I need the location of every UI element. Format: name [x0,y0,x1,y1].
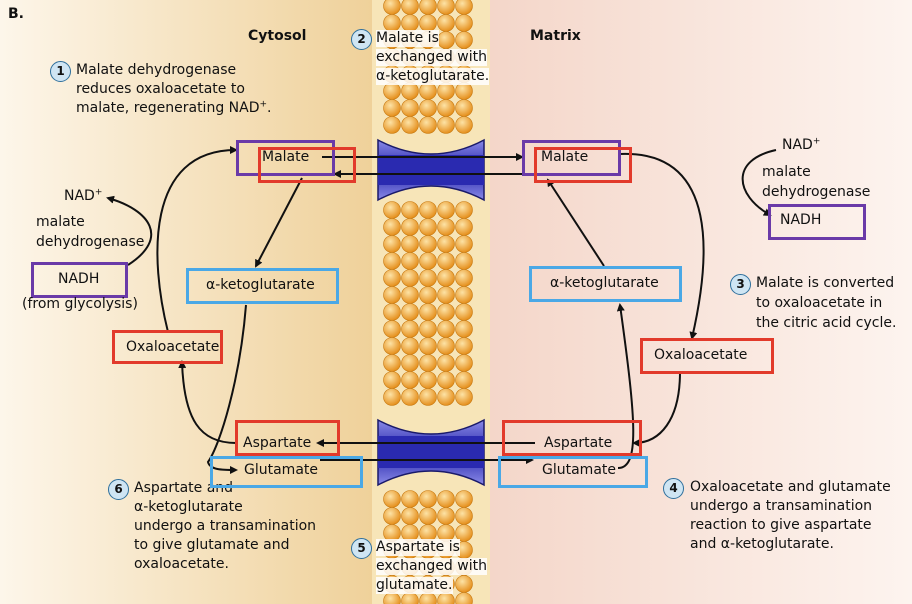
arrow-oaa-to-aspartate-matrix [632,371,681,447]
cytosol-oaa-label: Oxaloacetate [126,339,220,355]
step-6-badge: 6 [108,479,129,500]
step-2-line-1: Malate is [376,30,439,47]
matrix-akg-box [529,266,682,302]
step-6-line-1: Aspartate and [134,480,234,496]
matrix-background [490,0,912,604]
arrow-glutamate-to-akg-matrix [616,303,635,469]
step-5-line-1: Aspartate is [376,539,460,556]
matrix-malate-label: Malate [541,149,589,165]
arrow-malate-to-akg-cytosol [255,177,303,268]
step-5-line-2: exchanged with [376,558,487,575]
cytosol-akg-box [186,268,339,304]
matrix-glutamate-label: Glutamate [542,462,616,478]
arrow-malate-to-oaa-matrix [619,152,705,340]
transporter-top [377,138,485,202]
matrix-oaa-label: Oxaloacetate [654,347,748,363]
cytosol-glutamate-label: Glutamate [244,462,318,478]
step-4-line-4: and α-ketoglutarate. [690,536,834,552]
step-6-line-4: to give glutamate and [134,537,290,553]
transporter-bottom [377,418,485,487]
step-5-line-3: glutamate. [376,577,453,594]
step-1-line-1: Malate dehydrogenase [76,62,237,78]
matrix-enzyme-line-2: dehydrogenase [762,184,871,200]
step-3-line-1: Malate is converted [756,275,895,291]
arrow-akg-to-glutamate-cytosol [206,304,247,474]
matrix-oaa-box [640,338,774,374]
step-6-line-5: oxaloacetate. [134,556,229,572]
step-6-line-2: α-ketoglutarate [134,499,243,515]
cytosol-glutamate-box [210,456,363,488]
step-2-line-3: α-ketoglutarate. [376,68,490,85]
cytosol-malate-label: Malate [262,149,310,165]
cytosol-malate-red-box [258,147,356,183]
cytosol-malate-purple-box [236,140,335,176]
cytosol-nad-label: NAD+ [64,187,103,204]
step-5-badge: 5 [351,538,372,559]
step-4-line-1: Oxaloacetate and glutamate [690,479,891,495]
cytosol-nadh-source: (from glycolysis) [22,296,138,312]
arrow-akg-to-malate-matrix [546,178,605,267]
matrix-aspartate-box [502,420,642,456]
matrix-akg-label: α-ketoglutarate [550,275,659,291]
cytosol-aspartate-label: Aspartate [243,435,312,451]
step-3-badge: 3 [730,274,751,295]
cytosol-aspartate-box [235,420,340,456]
matrix-nadh-label: NADH [780,212,822,228]
matrix-nadh-box [768,204,866,240]
panel-label: B. [8,6,24,22]
cytosol-nadh-box [31,262,128,298]
step-1-line-2: reduces oxaloacetate to [76,81,245,97]
matrix-title: Matrix [530,28,581,44]
cytosol-enzyme-line-2: dehydrogenase [36,234,145,250]
matrix-glutamate-box [498,456,648,488]
arrow-oaa-to-malate-cytosol [156,146,238,333]
matrix-malate-red-box [534,147,632,183]
membrane-bilayer [383,0,473,604]
matrix-aspartate-label: Aspartate [544,435,613,451]
cytosol-oaa-box [112,330,223,364]
arrow-nadh-to-nad-cytosol [106,195,153,266]
cytosol-title: Cytosol [248,28,307,44]
step-6-line-3: undergo a transamination [134,518,317,534]
arrow-nad-to-nadh-matrix [741,149,777,216]
step-4-badge: 4 [663,478,684,499]
matrix-malate-purple-box [522,140,621,176]
step-4-line-2: undergo a transamination [690,498,873,514]
step-1-badge: 1 [50,61,71,82]
step-2-line-2: exchanged with [376,49,487,66]
cytosol-nadh-label: NADH [58,271,100,287]
matrix-enzyme-line-1: malate [762,164,811,180]
matrix-nad-label: NAD+ [782,136,821,153]
step-3-line-2: to oxaloacetate in [756,295,883,311]
step-1-line-3: malate, regenerating NAD+. [76,99,272,116]
cytosol-enzyme-line-1: malate [36,214,85,230]
arrow-aspartate-to-oaa-cytosol [178,360,237,444]
step-3-line-3: the citric acid cycle. [756,315,897,331]
step-4-line-3: reaction to give aspartate [690,517,872,533]
cytosol-akg-label: α-ketoglutarate [206,277,315,293]
step-2-badge: 2 [351,29,372,50]
